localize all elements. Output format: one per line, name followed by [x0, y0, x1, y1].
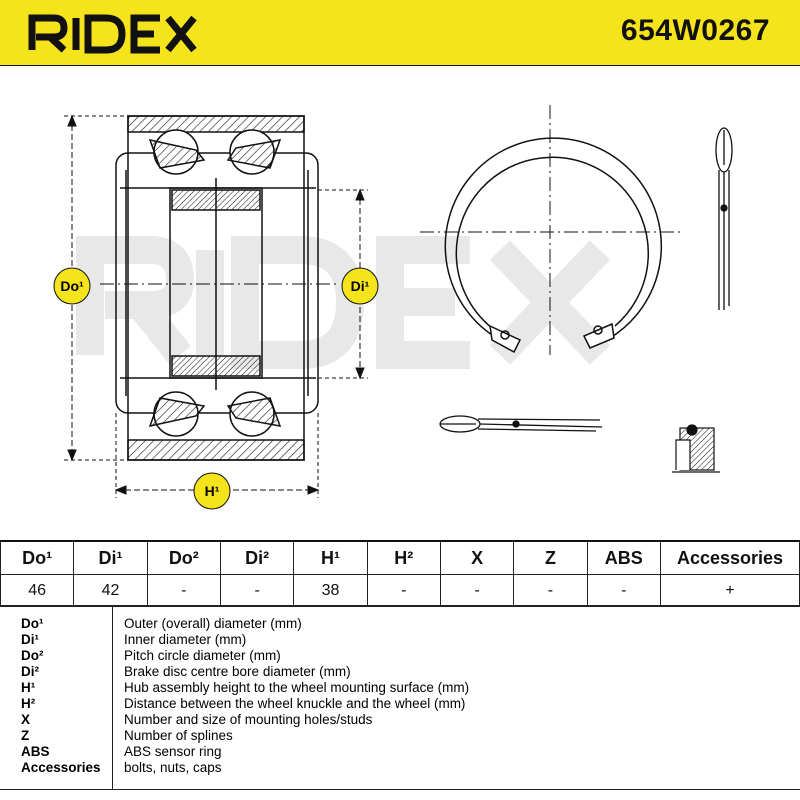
legend: Do¹ Outer (overall) diameter (mm) Di¹ In…: [0, 605, 800, 790]
legend-item: Accessories bolts, nuts, caps: [0, 760, 800, 776]
col-header: H²: [366, 540, 441, 575]
col-header: Z: [513, 540, 588, 575]
svg-text:H¹: H¹: [205, 483, 220, 499]
legend-desc: Outer (overall) diameter (mm): [124, 616, 302, 631]
legend-item: Do¹ Outer (overall) diameter (mm): [0, 616, 800, 632]
legend-key: ABS: [21, 744, 50, 759]
legend-desc: Number of splines: [124, 728, 233, 743]
col-header: X: [439, 540, 515, 575]
legend-item: X Number and size of mounting holes/stud…: [0, 712, 800, 728]
spec-table-value-row: 46 42 - - 38 - - - - +: [0, 574, 800, 607]
circlip-ring: [420, 105, 682, 355]
table-cell: 42: [73, 574, 148, 607]
legend-key: H¹: [21, 680, 36, 695]
watermark: [76, 236, 611, 369]
legend-item: Z Number of splines: [0, 728, 800, 744]
table-cell: -: [146, 574, 221, 607]
col-header: H¹: [293, 540, 368, 575]
table-cell: -: [219, 574, 295, 607]
col-header: Accessories: [660, 540, 800, 575]
spec-table-header-row: Do¹ Di¹ Do² Di² H¹ H² X Z ABS Accessorie…: [0, 540, 800, 575]
legend-key: H²: [21, 696, 36, 711]
cotter-pin-horizontal: [439, 415, 603, 433]
legend-item: H² Distance between the wheel knuckle an…: [0, 696, 800, 712]
svg-text:Do¹: Do¹: [60, 278, 84, 294]
legend-key: Accessories: [21, 760, 101, 775]
col-header: Di¹: [73, 540, 148, 575]
legend-key: Di¹: [21, 632, 39, 647]
table-cell: -: [439, 574, 515, 607]
legend-desc: ABS sensor ring: [124, 744, 222, 759]
bearing-section: [100, 115, 340, 461]
cotter-pin-vertical: [715, 127, 733, 310]
col-header: Di²: [219, 540, 295, 575]
legend-desc: Distance between the wheel knuckle and t…: [124, 696, 466, 711]
technical-drawing: Do¹ Di¹ H¹: [0, 66, 800, 540]
legend-desc: Brake disc centre bore diameter (mm): [124, 664, 351, 679]
table-cell: +: [660, 574, 800, 607]
table-cell: -: [366, 574, 441, 607]
legend-item: H¹ Hub assembly height to the wheel moun…: [0, 680, 800, 696]
legend-desc: Number and size of mounting holes/studs: [124, 712, 373, 727]
table-cell: -: [513, 574, 588, 607]
header-bar: 654W0267: [0, 0, 800, 66]
col-header: ABS: [586, 540, 662, 575]
legend-desc: Pitch circle diameter (mm): [124, 648, 281, 663]
legend-item: Do² Pitch circle diameter (mm): [0, 648, 800, 664]
callout-di: Di¹: [341, 267, 379, 305]
legend-desc: bolts, nuts, caps: [124, 760, 222, 775]
legend-item: Di² Brake disc centre bore diameter (mm): [0, 664, 800, 680]
svg-text:Di¹: Di¹: [351, 278, 370, 294]
callout-h: H¹: [193, 472, 231, 510]
drawing-canvas: Do¹ Di¹ H¹: [53, 105, 733, 510]
legend-item: ABS ABS sensor ring: [0, 744, 800, 760]
legend-item: Di¹ Inner diameter (mm): [0, 632, 800, 648]
spec-table: Do¹ Di¹ Do² Di² H¹ H² X Z ABS Accessorie…: [0, 540, 800, 607]
ridex-logo: [28, 14, 197, 54]
col-header: Do¹: [0, 540, 75, 575]
legend-divider: [112, 606, 113, 789]
col-header: Do²: [146, 540, 221, 575]
legend-desc: Inner diameter (mm): [124, 632, 247, 647]
table-cell: 46: [0, 574, 75, 607]
legend-key: Di²: [21, 664, 39, 679]
table-cell: -: [586, 574, 662, 607]
legend-key: X: [21, 712, 31, 727]
part-number: 654W0267: [620, 14, 770, 47]
legend-key: Do²: [21, 648, 44, 663]
legend-key: Do¹: [21, 616, 44, 631]
legend-desc: Hub assembly height to the wheel mountin…: [124, 680, 470, 695]
legend-key: Z: [21, 728, 30, 743]
callout-do: Do¹: [53, 267, 91, 305]
bearing-product-icon: [672, 424, 720, 473]
table-cell: 38: [293, 574, 368, 607]
